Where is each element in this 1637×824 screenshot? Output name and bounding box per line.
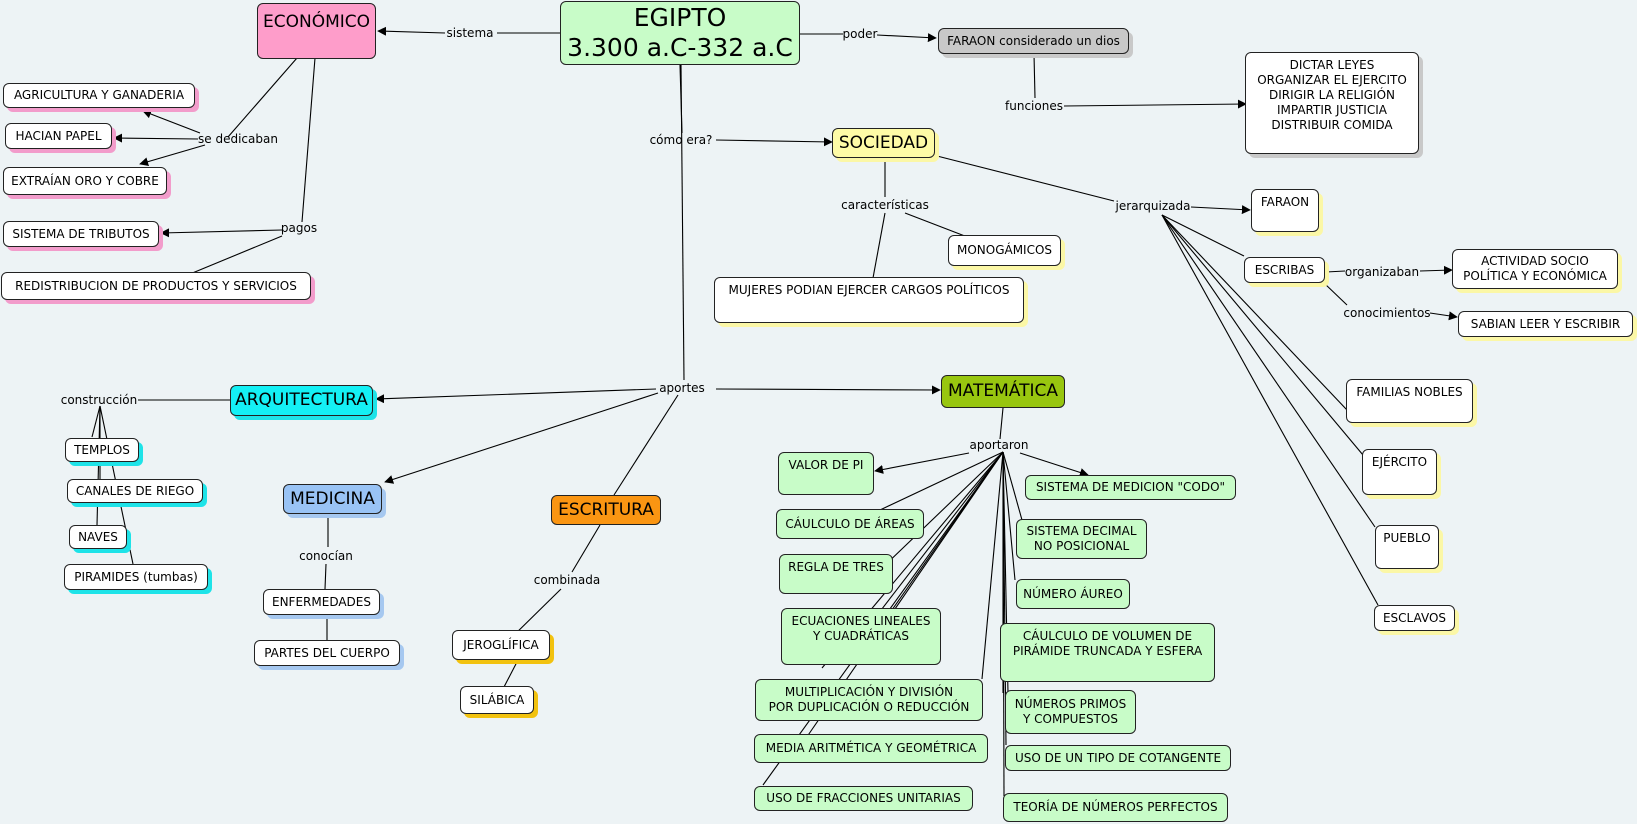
multiplicacion-node[interactable]: MULTIPLICACIÓN Y DIVISIÓN POR DUPLICACIÓ… <box>755 679 983 721</box>
naves-node[interactable]: NAVES <box>69 525 127 549</box>
link-label-aportaron: aportaron <box>969 438 1029 452</box>
escribas-node[interactable]: ESCRIBAS <box>1244 257 1325 283</box>
ejercito-node[interactable]: EJÉRCITO <box>1362 449 1437 495</box>
esclavos-node[interactable]: ESCLAVOS <box>1374 605 1455 631</box>
oro-cobre-node[interactable]: EXTRAÍAN ORO Y COBRE <box>3 167 167 195</box>
fracciones-node[interactable]: USO DE FRACCIONES UNITARIAS <box>754 786 973 811</box>
egipto-root-node[interactable]: EGIPTO 3.300 a.C-332 a.C <box>560 1 800 65</box>
link-label-conocimientos: conocimientos <box>1343 306 1431 320</box>
monogamicos-node[interactable]: MONOGÁMICOS <box>948 235 1061 266</box>
valor-pi-node[interactable]: VALOR DE PI <box>778 452 874 495</box>
escritura-node[interactable]: ESCRITURA <box>551 495 661 525</box>
faraon-funciones-node[interactable]: DICTAR LEYES ORGANIZAR EL EJERCITO DIRIG… <box>1245 52 1419 154</box>
link-label-pagos: pagos <box>280 221 318 235</box>
canales-riego-node[interactable]: CANALES DE RIEGO <box>67 479 203 503</box>
sociedad-node[interactable]: SOCIEDAD <box>832 128 935 158</box>
link-label-poder: poder <box>842 27 878 41</box>
link-label-caracteristicas: características <box>841 198 929 212</box>
link-label-sistema: sistema <box>446 26 494 40</box>
jeroglifica-node[interactable]: JEROGLÍFICA <box>452 630 550 660</box>
link-label-aportes: aportes <box>659 381 705 395</box>
calculo-areas-node[interactable]: CÁULCULO DE ÁREAS <box>776 509 924 539</box>
mujeres-node[interactable]: MUJERES PODIAN EJERCER CARGOS POLÍTICOS <box>714 277 1024 323</box>
link-label-jerarquizada: jerarquizada <box>1115 199 1191 213</box>
redistribucion-node[interactable]: REDISTRIBUCION DE PRODUCTOS Y SERVICIOS <box>1 272 311 300</box>
hacian-papel-node[interactable]: HACIAN PAPEL <box>5 123 112 149</box>
arquitectura-node[interactable]: ARQUITECTURA <box>230 385 373 416</box>
link-label-organizaban: organizaban <box>1344 265 1420 279</box>
faraon-node[interactable]: FARAON <box>1251 189 1319 232</box>
decimal-node[interactable]: SISTEMA DECIMAL NO POSICIONAL <box>1016 519 1147 559</box>
tributos-node[interactable]: SISTEMA DE TRIBUTOS <box>3 221 159 247</box>
primos-node[interactable]: NÚMEROS PRIMOS Y COMPUESTOS <box>1005 690 1136 734</box>
cotangente-node[interactable]: USO DE UN TIPO DE COTANGENTE <box>1005 745 1231 771</box>
faraon-dios-node[interactable]: FARAON considerado un dios <box>938 28 1129 54</box>
pueblo-node[interactable]: PUEBLO <box>1375 525 1439 569</box>
templos-node[interactable]: TEMPLOS <box>65 438 139 462</box>
codo-node[interactable]: SISTEMA DE MEDICION "CODO" <box>1025 475 1236 500</box>
enfermedades-node[interactable]: ENFERMEDADES <box>263 589 380 615</box>
link-label-construccion: construcción <box>60 393 138 407</box>
link-label-como-era: cómo era? <box>649 133 713 147</box>
volumen-node[interactable]: CÁULCULO DE VOLUMEN DE PIRÁMIDE TRUNCADA… <box>1000 623 1215 682</box>
link-label-combinada: combinada <box>533 573 601 587</box>
economico-node[interactable]: ECONÓMICO <box>257 3 376 59</box>
link-label-funciones: funciones <box>1005 99 1063 113</box>
matematica-node[interactable]: MATEMÁTICA <box>941 375 1065 408</box>
familias-nobles-node[interactable]: FAMILIAS NOBLES <box>1346 379 1473 423</box>
medicina-node[interactable]: MEDICINA <box>283 484 382 514</box>
regla-tres-node[interactable]: REGLA DE TRES <box>779 554 893 594</box>
link-label-se-dedicaban: se dedicaban <box>198 132 278 146</box>
agricultura-node[interactable]: AGRICULTURA Y GANADERIA <box>3 83 195 108</box>
media-node[interactable]: MEDIA ARITMÉTICA Y GEOMÉTRICA <box>754 734 988 763</box>
silabica-node[interactable]: SILÁBICA <box>460 686 534 714</box>
link-label-conocian: conocían <box>299 549 353 563</box>
partes-cuerpo-node[interactable]: PARTES DEL CUERPO <box>254 640 400 666</box>
aureo-node[interactable]: NÚMERO ÁUREO <box>1016 579 1130 609</box>
numeros-perfectos-node[interactable]: TEORÍA DE NÚMEROS PERFECTOS <box>1003 793 1228 822</box>
actividad-node[interactable]: ACTIVIDAD SOCIO POLÍTICA Y ECONÓMICA <box>1452 249 1618 289</box>
piramides-node[interactable]: PIRAMIDES (tumbas) <box>64 564 208 590</box>
ecuaciones-node[interactable]: ECUACIONES LINEALES Y CUADRÁTICAS <box>781 608 941 665</box>
sabian-leer-node[interactable]: SABIAN LEER Y ESCRIBIR <box>1458 311 1633 337</box>
